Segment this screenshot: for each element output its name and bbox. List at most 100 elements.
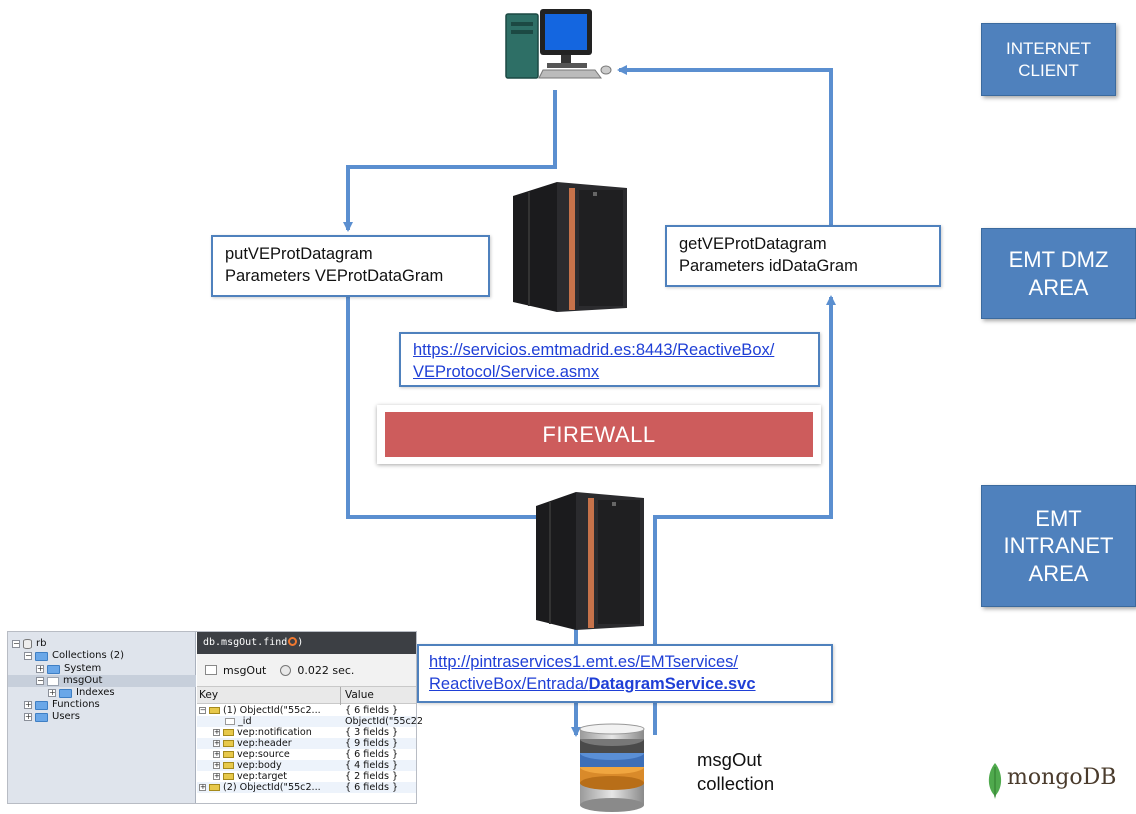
tree-functions[interactable]: +Functions xyxy=(24,699,100,711)
get-parameters: Parameters idDataGram xyxy=(679,257,858,275)
expand-icon[interactable]: + xyxy=(213,728,220,736)
table-row[interactable]: + vep:target { 2 fields } xyxy=(197,771,416,782)
expand-icon[interactable]: + xyxy=(199,783,206,791)
collapse-icon[interactable]: − xyxy=(24,651,32,660)
expand-icon[interactable]: + xyxy=(213,739,220,747)
document-icon xyxy=(223,762,234,769)
column-divider[interactable] xyxy=(340,687,341,705)
intranet-url-service: DatagramService.svc xyxy=(588,675,756,693)
document-icon xyxy=(209,784,220,791)
tree-system[interactable]: + System xyxy=(36,663,101,675)
folder-icon xyxy=(47,664,60,674)
table-row[interactable]: + vep:body { 4 fields } xyxy=(197,760,416,771)
expand-icon[interactable]: + xyxy=(213,772,220,780)
dmz-service-link[interactable]: https://servicios.emtmadrid.es:8443/Reac… xyxy=(413,339,806,383)
row-key: vep:source xyxy=(237,749,290,760)
clock-icon xyxy=(280,664,292,676)
row-key: vep:target xyxy=(237,771,288,782)
database-icon xyxy=(23,639,32,649)
expand-icon[interactable]: + xyxy=(36,664,44,673)
field-icon xyxy=(225,718,235,725)
database-icon xyxy=(579,723,645,812)
tree-msgout[interactable]: − msgOut xyxy=(8,675,196,687)
row-value: { 9 fields } xyxy=(345,738,399,749)
collection-icon xyxy=(47,676,59,686)
query-text: db.msgOut.find xyxy=(203,637,288,648)
row-value: { 4 fields } xyxy=(345,760,399,771)
row-value: ObjectId("55c22 xyxy=(345,716,424,727)
query-bar[interactable]: db.msgOut.find) xyxy=(197,632,416,654)
tree-users[interactable]: + Users xyxy=(24,711,80,723)
query-suffix: ) xyxy=(297,637,304,648)
document-icon xyxy=(223,773,234,780)
put-method-name: putVEProtDatagram xyxy=(225,245,373,263)
expand-icon[interactable]: + xyxy=(213,750,220,758)
dmz-service-url-box: https://servicios.emtmadrid.es:8443/Reac… xyxy=(399,332,820,387)
row-key: (2) ObjectId("55c2... xyxy=(223,782,321,793)
table-row[interactable]: − (1) ObjectId("55c2... { 6 fields } xyxy=(197,705,416,716)
table-row[interactable]: + (2) ObjectId("55c2... { 6 fields } xyxy=(197,782,416,793)
row-key: vep:notification xyxy=(237,727,312,738)
table-row[interactable]: _id ObjectId("55c22 xyxy=(197,716,423,727)
intranet-url-line2: ReactiveBox/Entrada/ xyxy=(429,675,589,693)
put-request-arrow xyxy=(343,90,557,232)
tree-db[interactable]: − rb xyxy=(12,638,46,650)
get-datagram-box: getVEProtDatagram Parameters idDataGram xyxy=(665,225,941,287)
column-value[interactable]: Value xyxy=(345,689,374,701)
tree-indexes[interactable]: + Indexes xyxy=(48,687,115,699)
tree-msgout-label: msgOut xyxy=(63,675,103,686)
get-response-arrow xyxy=(617,65,833,225)
folder-icon xyxy=(35,712,48,722)
tree-indexes-label: Indexes xyxy=(76,687,115,698)
folder-icon xyxy=(35,700,48,710)
db-collection-word: collection xyxy=(697,773,775,794)
expand-icon[interactable]: + xyxy=(24,712,32,721)
collapse-icon[interactable]: − xyxy=(12,639,20,648)
row-key: vep:header xyxy=(237,738,292,749)
row-value: { 6 fields } xyxy=(345,782,399,793)
table-row[interactable]: + vep:header { 9 fields } xyxy=(197,738,416,749)
document-icon xyxy=(223,729,234,736)
expand-icon[interactable]: + xyxy=(213,761,220,769)
expand-icon[interactable]: + xyxy=(48,688,56,697)
result-collection: msgOut xyxy=(223,663,267,677)
server-icon xyxy=(513,182,627,312)
mongodb-leaf-icon xyxy=(988,763,1002,799)
database-tree: −rb −Collections (2) +System −msgOut +In… xyxy=(8,632,196,803)
computer-icon xyxy=(505,9,612,79)
row-value: { 2 fields } xyxy=(345,771,399,782)
tree-db-label: rb xyxy=(36,638,47,649)
put-parameters: Parameters VEProtDataGram xyxy=(225,267,444,285)
emt-dmz-zone: EMT DMZ AREA xyxy=(981,228,1136,319)
get-method-name: getVEProtDatagram xyxy=(679,235,827,253)
internet-client-zone: INTERNET CLIENT xyxy=(981,23,1116,96)
result-time: 0.022 sec. xyxy=(297,663,355,677)
row-key: (1) ObjectId("55c2... xyxy=(223,705,321,716)
db-collection-name: msgOut xyxy=(697,749,762,770)
row-key: _id xyxy=(238,716,252,727)
intranet-url-line1: http://pintraservices1.emt.es/EMTservice… xyxy=(429,653,739,671)
document-icon xyxy=(209,707,220,714)
collapse-icon[interactable]: − xyxy=(36,676,44,685)
row-value: { 6 fields } xyxy=(345,749,399,760)
row-value: { 6 fields } xyxy=(345,705,399,716)
folder-icon xyxy=(59,688,72,698)
collapse-icon[interactable]: − xyxy=(199,706,206,714)
tree-users-label: Users xyxy=(52,711,81,722)
result-table-header: Key Value xyxy=(197,686,416,705)
table-row[interactable]: + vep:source { 6 fields } xyxy=(197,749,416,760)
put-datagram-box: putVEProtDatagram Parameters VEProtDataG… xyxy=(211,235,490,297)
document-icon xyxy=(223,740,234,747)
column-key[interactable]: Key xyxy=(199,689,219,701)
expand-icon[interactable]: + xyxy=(24,700,32,709)
table-row[interactable]: +vep:notification { 3 fields } xyxy=(197,727,416,738)
intranet-service-link[interactable]: http://pintraservices1.emt.es/EMTservice… xyxy=(429,651,821,695)
db-to-get-arrow xyxy=(653,295,836,735)
row-key: vep:body xyxy=(237,760,282,771)
server-icon xyxy=(536,492,644,630)
cursor-icon xyxy=(288,637,298,646)
table-icon[interactable] xyxy=(205,665,217,675)
tree-collections[interactable]: −Collections (2) xyxy=(24,650,124,662)
dmz-url-line1: https://servicios.emtmadrid.es:8443/Reac… xyxy=(413,341,775,359)
tree-system-label: System xyxy=(64,663,102,674)
